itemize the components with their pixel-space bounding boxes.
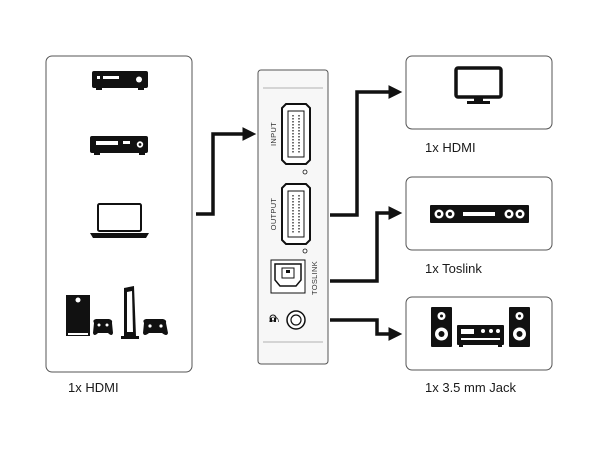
- game-console-icon: [66, 286, 168, 339]
- headphone-icon: [269, 314, 279, 323]
- input-led-icon: [302, 169, 308, 175]
- toslink-port-icon: [270, 259, 306, 294]
- input-port-label: INPUT: [269, 122, 278, 146]
- audio-jack-icon: [286, 310, 306, 330]
- hdmi-input-port-icon: [281, 103, 311, 165]
- device-to-toslink-arrow: [330, 206, 403, 283]
- output-port-label: OUTPUT: [269, 198, 278, 231]
- device-to-jack-arrow: [330, 318, 403, 341]
- stereo-speakers-icon: [431, 307, 530, 347]
- source-to-device-arrow: [196, 127, 257, 216]
- bluray-player-icon: [90, 136, 148, 155]
- hdmi-output-port-icon: [281, 183, 311, 245]
- output-led-icon: [302, 248, 308, 254]
- toslink-port-label: TOSLINK: [310, 261, 319, 295]
- soundbar-icon: [430, 205, 529, 223]
- toslink-output-caption: 1x Toslink: [425, 261, 482, 276]
- device-to-hdmi-arrow: [330, 85, 403, 217]
- hdmi-output-caption: 1x HDMI: [425, 140, 476, 155]
- tv-monitor-icon: [454, 66, 503, 104]
- source-caption: 1x HDMI: [68, 380, 119, 395]
- media-player-icon: [92, 71, 148, 90]
- laptop-icon: [90, 203, 149, 238]
- jack-output-caption: 1x 3.5 mm Jack: [425, 380, 517, 395]
